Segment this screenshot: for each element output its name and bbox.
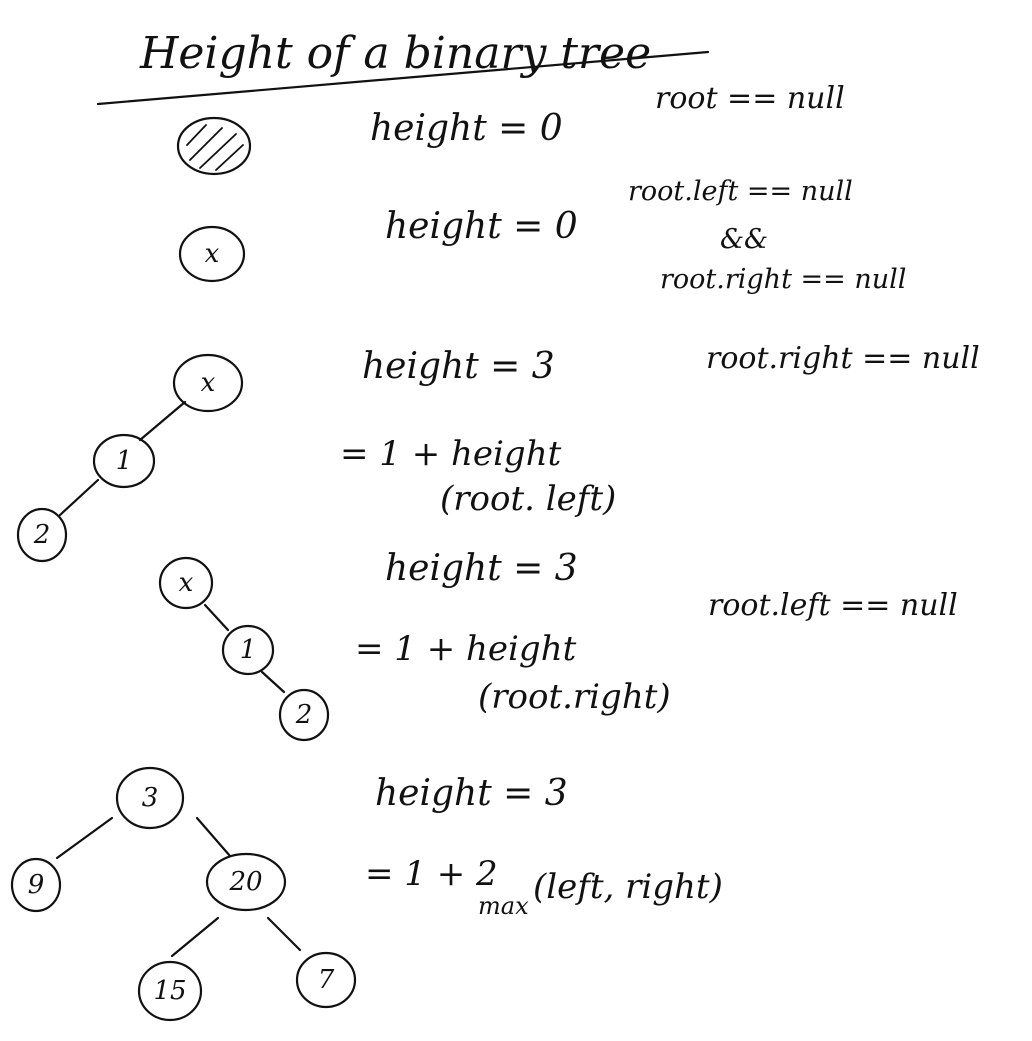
tree-node: 1 (221, 624, 275, 676)
case-right-height: height = 3 (385, 548, 578, 589)
case-empty-condition: root == null (655, 81, 845, 116)
title-underline (96, 50, 710, 106)
tree-node: x (158, 556, 214, 610)
case-single-node: x height = 0 root.left == null && root.r… (178, 176, 906, 295)
node-label: 15 (153, 976, 186, 1006)
case-single-condition-right: root.right == null (660, 264, 906, 295)
case-single-condition-left: root.left == null (628, 176, 853, 207)
case-empty-tree: height = 0 root == null (176, 81, 845, 176)
case-balanced-formula-args: (left, right) (533, 867, 723, 907)
node-label: 3 (142, 783, 159, 813)
case-right-condition: root.left == null (708, 588, 958, 623)
node-label: 1 (116, 446, 133, 476)
tree-edge (195, 816, 232, 858)
node-label: 7 (318, 965, 335, 995)
case-left-condition: root.right == null (706, 341, 980, 376)
tree-node: 20 (205, 852, 287, 912)
tree-node: 2 (16, 507, 68, 563)
case-left-skewed: x 1 2 height = 3 = 1 + height (root. lef… (16, 341, 980, 563)
node-label: x (179, 568, 194, 598)
case-left-height: height = 3 (362, 346, 555, 387)
node-label: 2 (295, 700, 313, 730)
tree-node: x (172, 353, 244, 413)
case-single-height: height = 0 (385, 206, 578, 247)
tree-node: 2 (278, 688, 330, 742)
tree-edge (260, 670, 286, 694)
case-left-formula: = 1 + height (340, 434, 562, 474)
node-label: 20 (228, 867, 262, 897)
tree-node: x (178, 225, 246, 283)
tree-edge (266, 916, 302, 952)
node-label: x (201, 368, 216, 398)
node-label: 1 (240, 635, 257, 665)
tree-edge (170, 916, 220, 958)
case-right-formula: = 1 + height (355, 629, 577, 669)
case-balanced-formula: = 1 + 2 (365, 854, 498, 894)
node-label: 9 (28, 870, 45, 900)
case-left-formula-arg: (root. left) (440, 479, 616, 519)
tree-edge (203, 603, 230, 632)
case-balanced-height: height = 3 (375, 773, 568, 814)
tree-edge (58, 478, 100, 517)
node-label: x (205, 239, 220, 269)
case-right-skewed: x 1 2 height = 3 = 1 + height (root.righ… (158, 548, 958, 742)
case-empty-height: height = 0 (370, 108, 563, 149)
case-single-condition-and: && (720, 224, 768, 255)
tree-node: 15 (137, 960, 203, 1022)
case-balanced-tree: 3 9 20 15 7 height = 3 = 1 + 2 max (left… (10, 766, 723, 1022)
tree-node: 1 (92, 433, 156, 489)
tree-node: 3 (115, 766, 185, 830)
tree-node: 7 (295, 951, 357, 1009)
tree-null-node (176, 116, 252, 176)
page-title: Height of a binary tree (139, 28, 651, 79)
tree-edge (55, 816, 114, 860)
node-label: 2 (33, 520, 51, 550)
tree-node: 9 (10, 857, 62, 913)
case-right-formula-arg: (root.right) (478, 677, 671, 717)
tree-edge (138, 400, 187, 442)
case-balanced-max: max (478, 892, 529, 920)
